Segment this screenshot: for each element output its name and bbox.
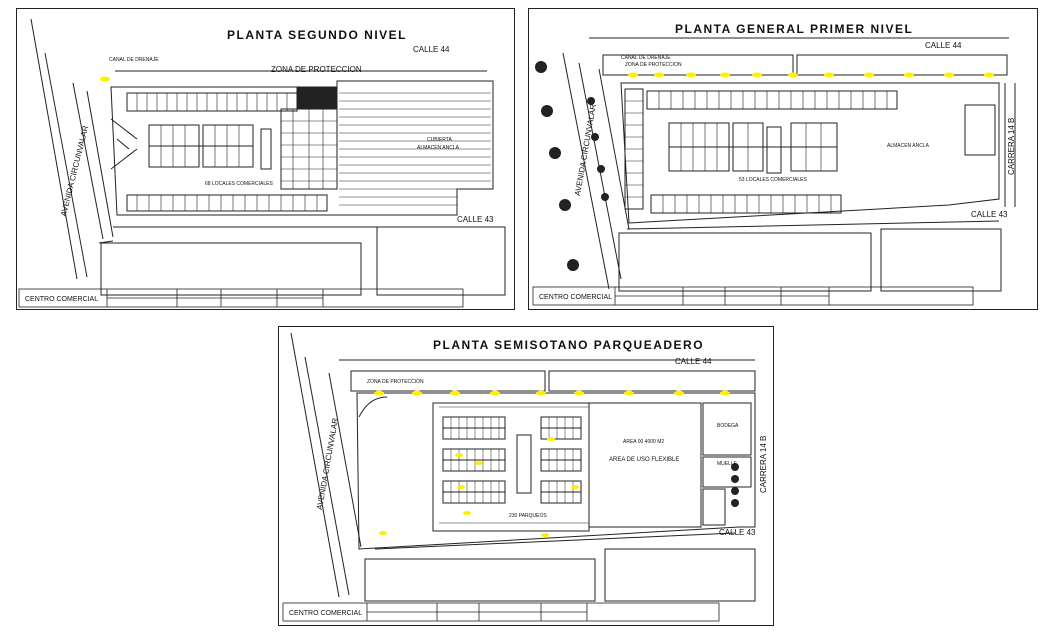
muelle-label: MUELLE (717, 461, 738, 467)
sheet-title: PLANTA GENERAL PRIMER NIVEL (675, 22, 914, 36)
almacen-label: ALMACEN ANCLA (417, 145, 459, 151)
street-label-calle-44: CALLE 44 (675, 357, 712, 366)
street-label-carrera: CARRERA 14 B (759, 435, 768, 493)
sheet-segundo-nivel: PLANTA SEGUNDO NIVEL CALLE 44 ZONA DE PR… (16, 8, 515, 310)
sheet-primer-nivel: PLANTA GENERAL PRIMER NIVEL CALLE 44 CAN… (528, 8, 1038, 310)
street-label-calle-43: CALLE 43 (719, 528, 756, 537)
canal-label: CANAL DE DRENAJE (621, 55, 671, 61)
sheet-semisotano: PLANTA SEMISOTANO PARQUEADERO CALLE 44 Z… (278, 326, 774, 626)
street-label-calle-44: CALLE 44 (925, 41, 962, 50)
bodega-label: BODEGA (717, 423, 739, 429)
sheet-title: PLANTA SEMISOTANO PARQUEADERO (433, 338, 705, 352)
project-name: CENTRO COMERCIAL (25, 296, 99, 303)
plan-drawing-semisotano (282, 332, 756, 622)
street-label-calle-43: CALLE 43 (971, 210, 1008, 219)
area-m2-label: AREA 00 4000 M2 (623, 439, 665, 445)
street-label-carrera: CARRERA 14 B (1007, 117, 1016, 175)
project-name: CENTRO COMERCIAL (289, 610, 363, 617)
street-label-calle-44: CALLE 44 (413, 45, 450, 54)
canal-label: CANAL DE DRENAJE (109, 57, 159, 63)
zone-label: ZONA DE PROTECCION (271, 65, 362, 74)
plan-drawing-primer (532, 37, 1016, 306)
project-name: CENTRO COMERCIAL (539, 294, 613, 301)
parqueos-label: 230 PARQUEOS (509, 513, 547, 519)
street-label-calle-43: CALLE 43 (457, 215, 494, 224)
plan-drawing-segundo (18, 18, 506, 308)
locales-label: 68 LOCALES COMERCIALES (205, 181, 273, 187)
locales-label: 53 LOCALES COMERCIALES (739, 177, 807, 183)
area-flexible-label: AREA DE USO FLEXIBLE (609, 457, 680, 463)
cubierta-label: CUBIERTA (427, 137, 452, 143)
zone-label: ZONA DE PROTECCION (625, 62, 682, 68)
zone-label: ZONA DE PROTECCION (367, 379, 424, 385)
sheet-title: PLANTA SEGUNDO NIVEL (227, 28, 408, 42)
almacen-label: ALMACEN ANCLA (887, 143, 929, 149)
